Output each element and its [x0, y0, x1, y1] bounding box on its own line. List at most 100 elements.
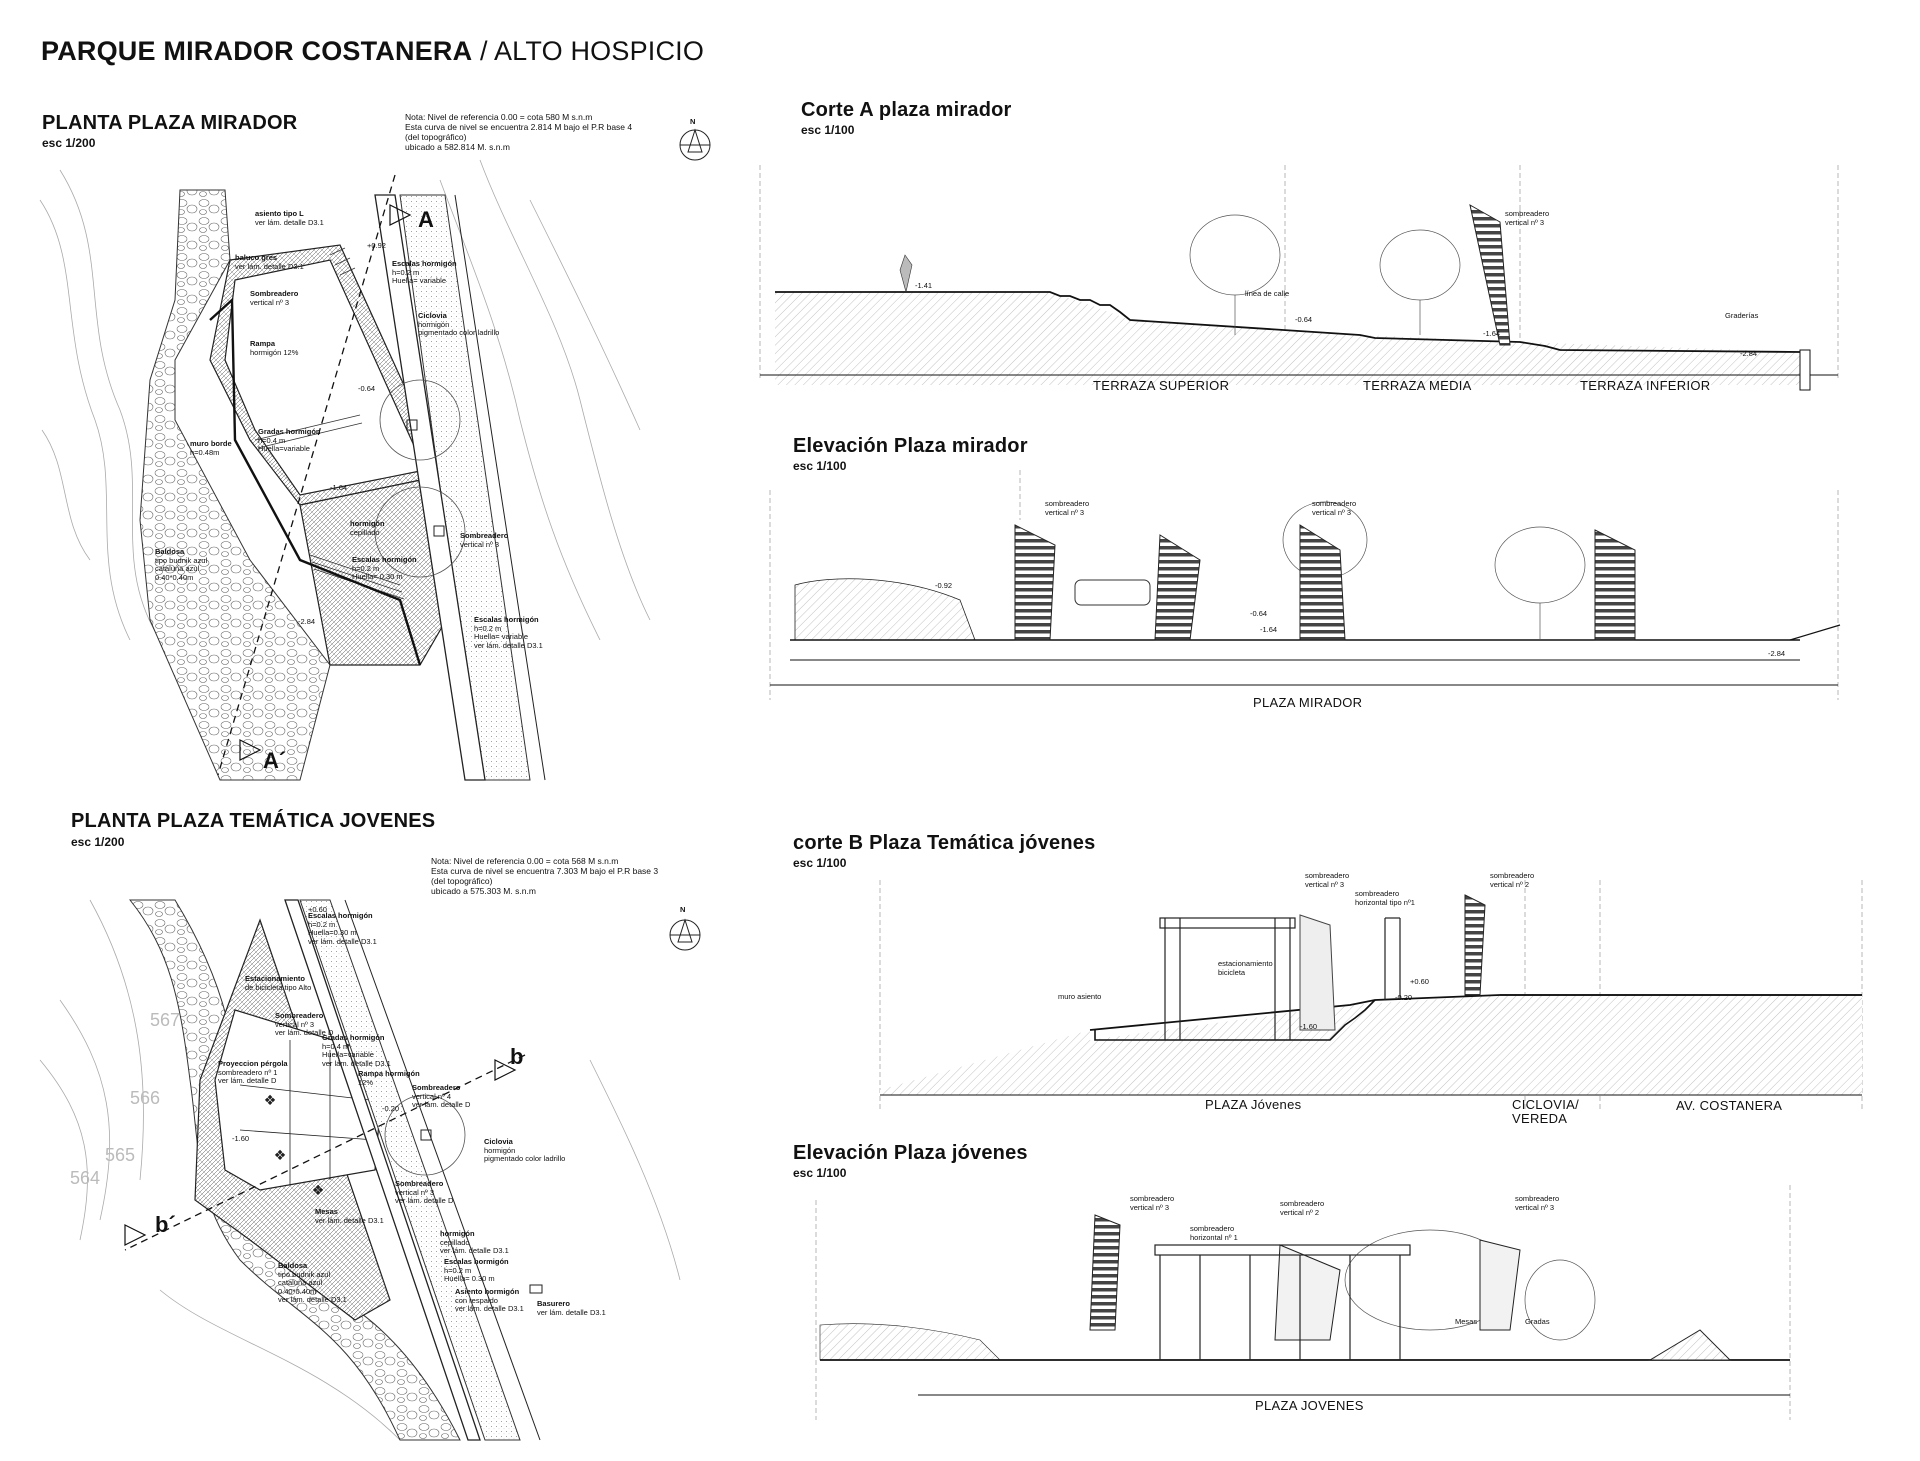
corte-a-title: Corte A plaza mirador [801, 99, 1012, 121]
section-b-end: b´ [155, 1212, 176, 1237]
elev-jovenes-scale: esc 1/100 [793, 1166, 847, 1180]
zone-label: TERRAZA MEDIA [1363, 378, 1472, 393]
section-label: línea de calle [1245, 289, 1290, 298]
level-mark: +0.92 [367, 241, 386, 250]
elevation-label: sombreadero vertical nº 3 [1312, 499, 1357, 517]
elev-mirador-title: Elevación Plaza mirador [793, 435, 1028, 457]
section-b-start: b [510, 1044, 524, 1069]
svg-text:❖: ❖ [312, 1183, 325, 1199]
north-arrow-label: N [680, 905, 686, 914]
level-mark: -0.20 [382, 1104, 400, 1113]
elev-jovenes-title: Elevación Plaza jóvenes [793, 1142, 1028, 1164]
sheet-title-light: ALTO HOSPICIO [493, 36, 705, 66]
level-mark: -1.60 [1300, 1022, 1318, 1031]
svg-text:❖: ❖ [274, 1148, 287, 1164]
note-line: Nota: Nivel de referencia 0.00 = cota 58… [405, 112, 593, 122]
note-line: (del topográfico) [431, 876, 493, 886]
corte-b-title: corte B Plaza Temática jóvenes [793, 832, 1096, 854]
elev-mirador-scale: esc 1/100 [793, 459, 847, 473]
level-mark: -1.64 [1483, 329, 1501, 338]
zone-label: AV. COSTANERA [1676, 1098, 1783, 1113]
zone-label: TERRAZA INFERIOR [1580, 378, 1711, 393]
sheet-title: PARQUE MIRADOR COSTANERA / ALTO HOSPICIO [41, 36, 704, 67]
note-line: ubicado a 575.303 M. s.n.m [431, 886, 536, 896]
level-mark: -0.92 [935, 581, 953, 590]
section-label: muro asiento [1058, 992, 1102, 1001]
sheet-title-sep: / [472, 36, 494, 66]
level-mark: -0.64 [1295, 315, 1313, 324]
planta-mirador-note: Nota: Nivel de referencia 0.00 = cota 58… [405, 112, 632, 152]
note-line: Esta curva de nivel se encuentra 7.303 M… [431, 866, 659, 876]
zone-label: CICLOVIA/ VEREDA [1512, 1097, 1579, 1126]
note-line: (del topográfico) [405, 132, 467, 142]
elevation-label: sombreadero horizontal nº 1 [1190, 1224, 1238, 1242]
level-mark: -2.84 [1740, 349, 1758, 358]
elevation-label: Mesas [1455, 1317, 1478, 1326]
section-label: estacionamiento bicicleta [1218, 959, 1273, 977]
sheet-title-bold: PARQUE MIRADOR COSTANERA [41, 36, 473, 66]
contour-label: 565 [105, 1145, 136, 1165]
section-label: sombreadero vertical nº 3 [1305, 871, 1350, 889]
zone-label: TERRAZA SUPERIOR [1093, 378, 1230, 393]
planta-jovenes-note: Nota: Nivel de referencia 0.00 = cota 56… [431, 856, 658, 896]
planta-mirador-title: PLANTA PLAZA MIRADOR [42, 112, 298, 134]
elevation-label: Gradas [1525, 1317, 1550, 1326]
svg-text:❖: ❖ [264, 1093, 277, 1109]
zone-label: PLAZA MIRADOR [1253, 695, 1363, 710]
planta-jovenes-title: PLANTA PLAZA TEMÁTICA JOVENES [71, 810, 436, 832]
contour-label: 567 [150, 1010, 181, 1030]
elevation-label: sombreadero vertical nº 3 [1130, 1194, 1175, 1212]
elevation-label: sombreadero vertical nº 2 [1280, 1199, 1325, 1217]
planta-mirador-scale: esc 1/200 [42, 136, 96, 150]
section-label: sombreadero horizontal tipo nº1 [1355, 889, 1415, 907]
level-mark: -0.64 [1250, 609, 1268, 618]
note-line: Esta curva de nivel se encuentra 2.814 M… [405, 122, 633, 132]
section-label: sombreadero vertical nº 2 [1490, 871, 1535, 889]
level-mark: -1.64 [330, 483, 348, 492]
level-mark: -0.64 [358, 384, 376, 393]
section-label: Graderías [1725, 311, 1759, 320]
level-mark: -2.84 [298, 617, 316, 626]
north-arrow-label: N [690, 117, 696, 126]
section-a-end: A´ [263, 748, 287, 773]
level-mark: +0.60 [308, 905, 327, 914]
note-line: Nota: Nivel de referencia 0.00 = cota 56… [431, 856, 619, 866]
level-mark: -1.41 [915, 281, 933, 290]
section-label: sombreadero vertical nº 3 [1505, 209, 1550, 227]
planta-jovenes-scale: esc 1/200 [71, 835, 125, 849]
elevation-label: sombreadero vertical nº 3 [1045, 499, 1090, 517]
section-a-start: A [418, 207, 434, 232]
note-line: ubicado a 582.814 M. s.n.m [405, 142, 510, 152]
corte-a-scale: esc 1/100 [801, 123, 855, 137]
contour-label: 566 [130, 1088, 161, 1108]
level-mark: -1.64 [1260, 625, 1278, 634]
level-mark: +0.60 [1410, 977, 1429, 986]
zone-label: PLAZA JOVENES [1255, 1398, 1364, 1413]
elevation-label: sombreadero vertical nº 3 [1515, 1194, 1560, 1212]
